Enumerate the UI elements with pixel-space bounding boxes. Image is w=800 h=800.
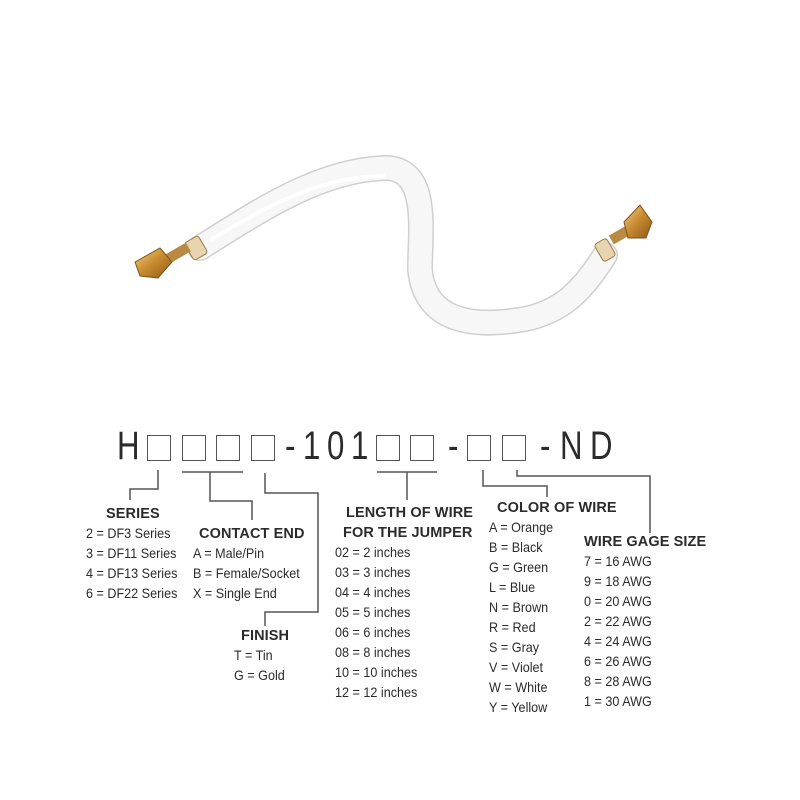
contact-end-title: CONTACT END (199, 526, 305, 542)
series-item: 6 = DF22 Series (86, 585, 178, 601)
pn-suffix-d: D (590, 424, 613, 468)
length-list: 02 = 2 inches 03 = 3 inches 04 = 4 inche… (335, 542, 417, 702)
gage-item: 6 = 26 AWG (584, 653, 652, 669)
color-item: N = Brown (489, 599, 549, 615)
color-item: L = Blue (489, 579, 536, 595)
gage-item: 4 = 24 AWG (584, 633, 652, 649)
length-item: 08 = 8 inches (335, 644, 411, 660)
length-title-line1: LENGTH OF WIRE (346, 505, 474, 521)
gage-item: 9 = 18 AWG (584, 573, 652, 589)
pn-box-length-2 (410, 435, 434, 461)
wire-body (188, 156, 617, 335)
color-item: S = Gray (489, 639, 540, 655)
pn-dash-3: - (540, 424, 551, 468)
contact-end-item: X = Single End (193, 585, 277, 601)
length-item: 04 = 4 inches (335, 584, 411, 600)
finish-item: T = Tin (234, 647, 273, 663)
color-item: Y = Yellow (489, 699, 548, 715)
series-item: 3 = DF11 Series (86, 545, 177, 561)
color-title: COLOR OF WIRE (497, 500, 617, 516)
series-item: 4 = DF13 Series (86, 565, 178, 581)
gage-item: 7 = 16 AWG (584, 553, 652, 569)
finish-title: FINISH (241, 628, 290, 644)
pn-suffix-n: N (560, 424, 583, 468)
pn-prefix-h: H (117, 424, 140, 468)
right-contact (594, 204, 653, 262)
contact-end-item: A = Male/Pin (193, 545, 265, 561)
pn-digit-1: 1 (303, 424, 321, 468)
length-item: 12 = 12 inches (335, 684, 418, 700)
gage-item: 0 = 20 AWG (584, 593, 652, 609)
gage-item: 1 = 30 AWG (584, 693, 652, 709)
length-item: 10 = 10 inches (335, 664, 418, 680)
gage-title: WIRE GAGE SIZE (584, 534, 707, 550)
length-title-line2: FOR THE JUMPER (343, 525, 473, 541)
length-item: 03 = 3 inches (335, 564, 411, 580)
series-title: SERIES (106, 506, 160, 522)
pn-box-finish (251, 435, 275, 461)
pn-dash-1: - (285, 424, 296, 468)
length-item: 02 = 2 inches (335, 544, 411, 560)
color-item: A = Orange (489, 519, 554, 535)
pn-box-length-1 (376, 435, 400, 461)
product-photo-jumper-wire (134, 154, 653, 336)
pn-box-contact-end-1 (182, 435, 206, 461)
series-list: 2 = DF3 Series 3 = DF11 Series 4 = DF13 … (86, 523, 177, 603)
length-item: 06 = 6 inches (335, 624, 411, 640)
color-item: W = White (489, 679, 548, 695)
pn-digit-1b: 1 (351, 424, 369, 468)
left-contact (134, 235, 208, 279)
pn-box-color (467, 435, 491, 461)
contact-end-item: B = Female/Socket (193, 565, 300, 581)
color-item: G = Green (489, 559, 549, 575)
gage-item: 8 = 28 AWG (584, 673, 652, 689)
gage-list: 7 = 16 AWG 9 = 18 AWG 0 = 20 AWG 2 = 22 … (584, 551, 652, 711)
gage-item: 2 = 22 AWG (584, 613, 652, 629)
finish-item: G = Gold (234, 667, 285, 683)
finish-list: T = Tin G = Gold (234, 645, 285, 685)
contact-end-list: A = Male/Pin B = Female/Socket X = Singl… (193, 543, 300, 603)
wire-outline (187, 154, 618, 336)
pn-dash-2: - (448, 424, 459, 468)
color-item: B = Black (489, 539, 543, 555)
pn-digit-0: 0 (327, 424, 345, 468)
color-item: R = Red (489, 619, 536, 635)
color-item: V = Violet (489, 659, 544, 675)
pn-box-contact-end-2 (216, 435, 240, 461)
length-item: 05 = 5 inches (335, 604, 411, 620)
series-item: 2 = DF3 Series (86, 525, 171, 541)
color-list: A = Orange B = Black G = Green L = Blue … (489, 517, 553, 717)
pn-box-gage (502, 435, 526, 461)
pn-box-series (147, 435, 171, 461)
